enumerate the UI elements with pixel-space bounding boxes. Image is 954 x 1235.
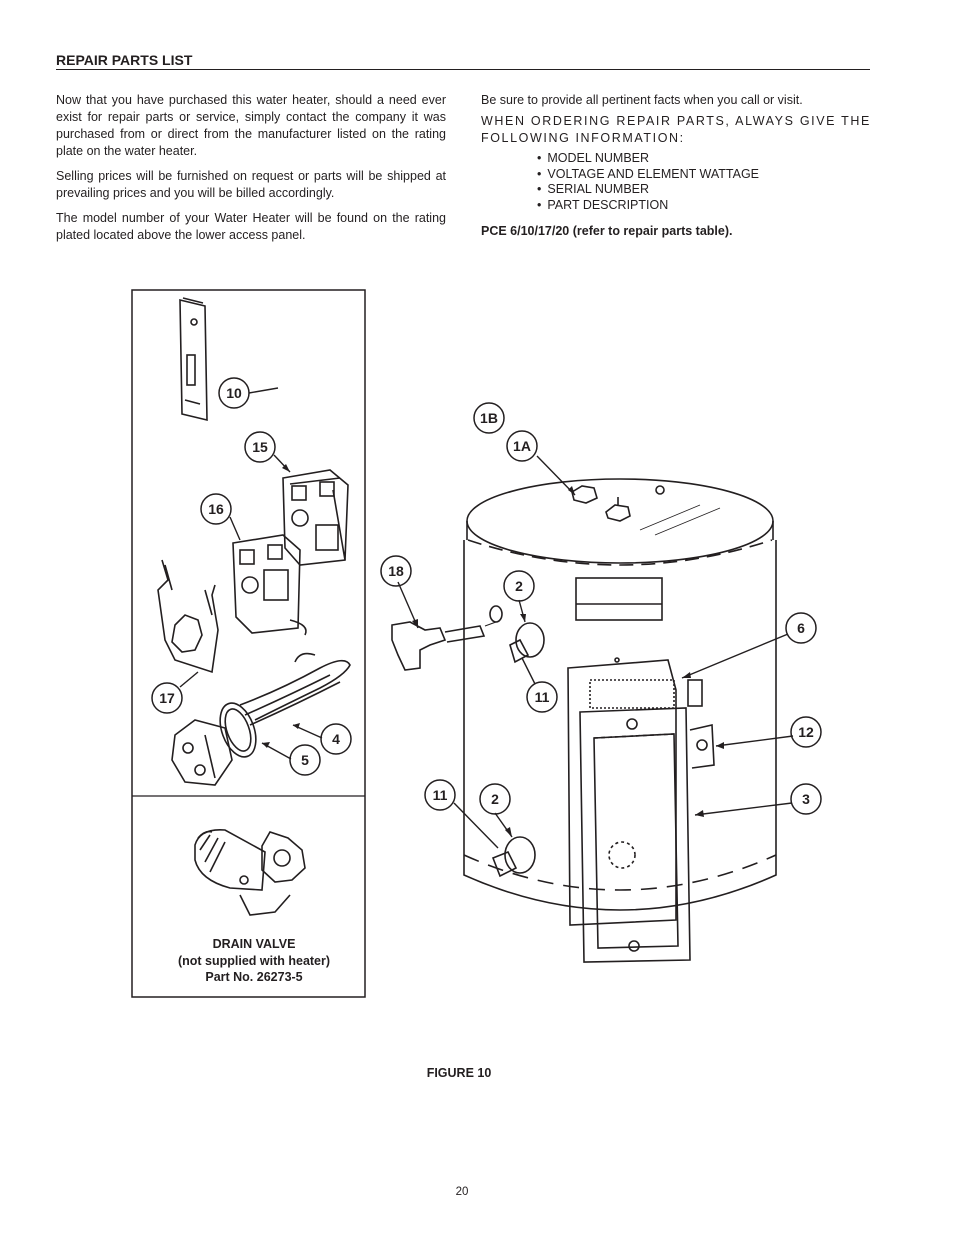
list-item: VOLTAGE AND ELEMENT WATTAGE bbox=[537, 167, 871, 183]
paragraph-purchase: Now that you have purchased this water h… bbox=[56, 93, 446, 158]
model-note: PCE 6/10/17/20 (refer to repair parts ta… bbox=[481, 224, 733, 238]
drain-valve-note: (not supplied with heater) bbox=[178, 954, 330, 968]
callout-1b bbox=[473, 402, 505, 434]
callout-label: 18 bbox=[388, 563, 404, 579]
drain-valve-illustration bbox=[194, 828, 306, 916]
callout-label: 16 bbox=[208, 501, 224, 517]
list-item: SERIAL NUMBER bbox=[537, 182, 871, 198]
callout-label: 12 bbox=[798, 724, 814, 740]
callout-label: 3 bbox=[802, 791, 810, 807]
leader-arrowheads bbox=[262, 464, 724, 837]
part-4-heating-element bbox=[239, 652, 351, 726]
paragraph-prices: Selling prices will be furnished on requ… bbox=[56, 169, 446, 200]
parts-panel-frame bbox=[131, 289, 366, 998]
paragraph-pertinent-facts: Be sure to provide all pertinent facts w… bbox=[481, 93, 803, 107]
callout-2-lower bbox=[479, 783, 511, 815]
paragraph-ordering: WHEN ORDERING REPAIR PARTS, ALWAYS GIVE … bbox=[481, 114, 871, 145]
page-number: 20 bbox=[455, 1186, 469, 1198]
element-hex-head bbox=[171, 719, 233, 786]
figure-caption: FIGURE 10 bbox=[426, 1066, 492, 1080]
list-item: MODEL NUMBER bbox=[537, 151, 871, 167]
callout-label: 11 bbox=[433, 787, 448, 803]
callout-label: 11 bbox=[535, 689, 550, 705]
callout-label: 2 bbox=[491, 791, 499, 807]
callout-label: 2 bbox=[515, 578, 523, 594]
fitting-upper bbox=[509, 622, 545, 664]
callout-16 bbox=[200, 493, 232, 525]
callout-bubbles bbox=[151, 377, 822, 815]
part-16-thermostat bbox=[232, 534, 307, 636]
callout-18 bbox=[380, 555, 412, 587]
callout-12 bbox=[790, 716, 822, 748]
list-item: PART DESCRIPTION bbox=[537, 198, 871, 214]
part-10-cover-plate bbox=[179, 297, 208, 422]
part-15-thermostat bbox=[282, 469, 349, 566]
callout-11-upper bbox=[526, 681, 558, 713]
callout-1a bbox=[506, 430, 538, 462]
callout-label: 1A bbox=[513, 438, 531, 454]
callout-label: 4 bbox=[332, 731, 340, 747]
intro-right-column: Be sure to provide all pertinent facts w… bbox=[481, 92, 871, 248]
callout-6 bbox=[785, 612, 817, 644]
callout-labels: 10 15 16 17 4 5 1B 1A 18 2 11 6 12 11 2 … bbox=[159, 385, 814, 807]
ordering-info-list: MODEL NUMBER VOLTAGE AND ELEMENT WATTAGE… bbox=[537, 151, 871, 213]
callout-2-upper bbox=[503, 570, 535, 602]
drain-valve-part-number: Part No. 26273-5 bbox=[205, 970, 302, 984]
part-17-bracket bbox=[157, 559, 219, 674]
callout-4 bbox=[320, 723, 352, 755]
callout-label: 1B bbox=[480, 410, 498, 426]
paragraph-model-number: The model number of your Water Heater wi… bbox=[56, 211, 446, 242]
callout-label: 17 bbox=[159, 690, 175, 706]
section-heading: REPAIR PARTS LIST bbox=[56, 52, 870, 70]
callout-3 bbox=[790, 783, 822, 815]
callout-17 bbox=[151, 682, 183, 714]
drain-valve-title: DRAIN VALVE bbox=[213, 937, 296, 951]
water-heater-tank bbox=[463, 478, 777, 963]
callout-11-lower bbox=[424, 779, 456, 811]
callout-15 bbox=[244, 431, 276, 463]
part-5-gasket bbox=[219, 702, 257, 758]
intro-left-column: Now that you have purchased this water h… bbox=[56, 92, 446, 252]
callout-label: 15 bbox=[252, 439, 268, 455]
callout-10 bbox=[218, 377, 250, 409]
callout-5 bbox=[289, 744, 321, 776]
callout-label: 6 bbox=[797, 620, 805, 636]
part-18-relief-valve bbox=[391, 621, 497, 671]
fitting-lower bbox=[491, 836, 536, 878]
callout-label: 5 bbox=[301, 752, 309, 768]
callout-label: 10 bbox=[226, 385, 242, 401]
